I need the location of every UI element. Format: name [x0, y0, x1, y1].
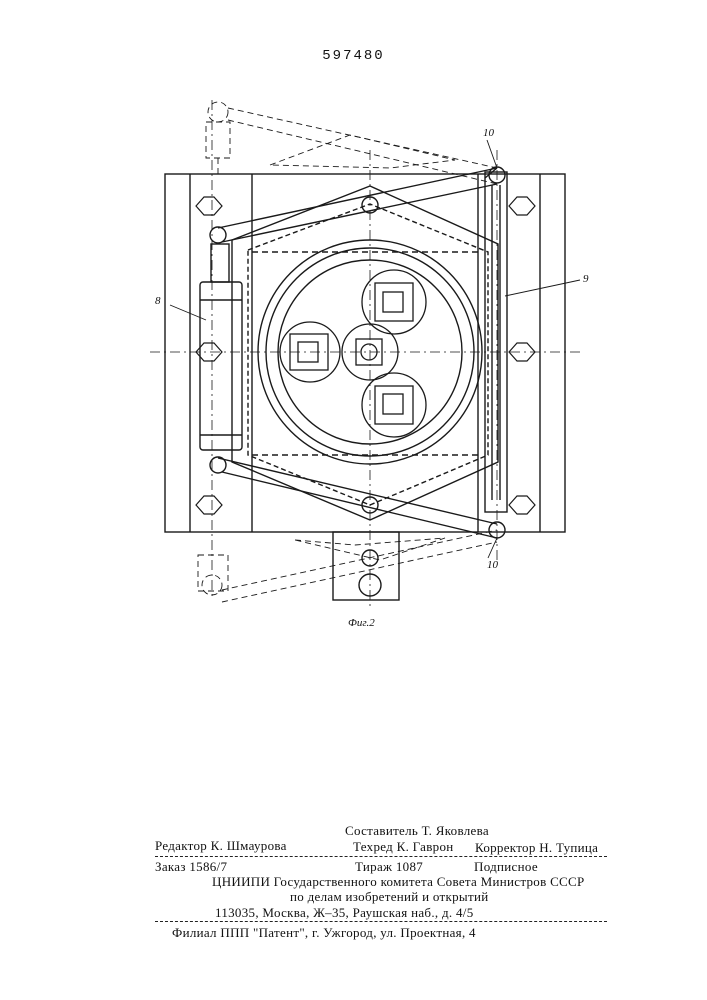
label-lever-bottom: 10: [487, 559, 499, 571]
label-cylinder: 8: [155, 295, 161, 307]
compiler: Составитель Т. Яковлева: [345, 823, 489, 839]
editor: Редактор К. Шмаурова: [155, 838, 287, 854]
org-line-2: по делам изобретений и открытий: [290, 889, 488, 905]
figure-caption: Фиг.2: [348, 617, 375, 629]
circulation: Тираж 1087: [355, 859, 423, 875]
subscription: Подписное: [474, 859, 538, 875]
divider: [155, 856, 607, 857]
address: 113035, Москва, Ж–35, Раушская наб., д. …: [215, 905, 474, 921]
bolts: [196, 197, 535, 514]
divider: [155, 921, 607, 922]
levers: [218, 168, 497, 538]
plate: [232, 186, 498, 520]
tech-editor: Техред К. Гаврон: [353, 839, 454, 855]
label-lever-top: 10: [483, 127, 495, 139]
org-line-1: ЦНИИПИ Государственного комитета Совета …: [212, 874, 585, 890]
centerlines: [150, 100, 580, 610]
holders: [280, 270, 426, 437]
corrector: Корректор Н. Тупица: [475, 840, 598, 856]
order: Заказ 1586/7: [155, 859, 227, 875]
frame: [165, 174, 565, 532]
label-rod: 9: [583, 273, 589, 285]
rod: [485, 167, 507, 538]
branch: Филиал ППП "Патент", г. Ужгород, ул. Про…: [172, 925, 476, 941]
